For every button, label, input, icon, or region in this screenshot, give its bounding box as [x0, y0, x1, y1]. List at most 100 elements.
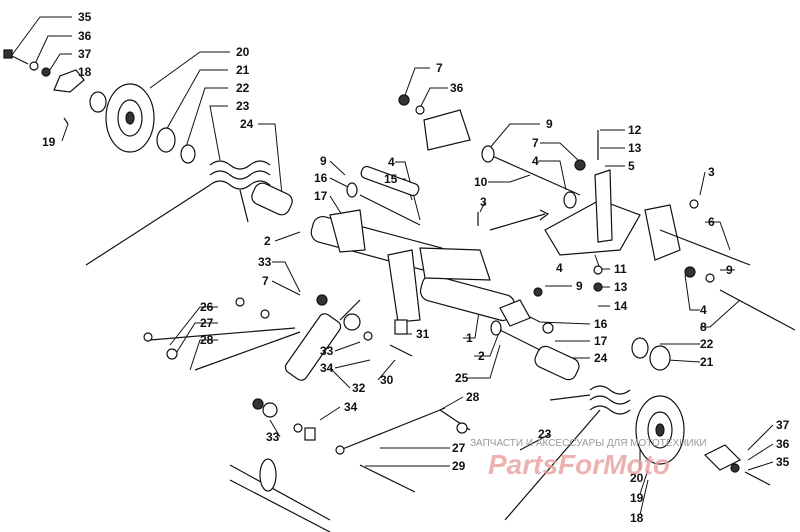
track-detail — [229, 458, 331, 532]
callout-c43: 17 — [594, 334, 608, 348]
parts-artwork — [3, 49, 796, 532]
right-spring-shaft — [499, 329, 541, 351]
callout-c48: 33 — [320, 344, 334, 358]
callout-c22: 3 — [480, 195, 487, 209]
right-plate — [703, 444, 742, 471]
callout-c13: 7 — [262, 274, 269, 288]
callout-c59: 29 — [452, 459, 466, 473]
callout-c38: 14 — [614, 299, 628, 313]
callout-c34: 4 — [700, 303, 707, 317]
callout-c25: 9 — [546, 117, 553, 131]
upper-link — [149, 327, 296, 341]
right-wheel — [635, 395, 685, 465]
arm-body — [419, 247, 491, 281]
callout-c32: 3 — [708, 165, 715, 179]
right-wheel-bearing — [649, 345, 671, 371]
callout-c7: 21 — [236, 63, 250, 77]
right-end-bolt — [744, 471, 771, 486]
lower-link-washer — [335, 445, 345, 455]
callout-c65: 36 — [776, 437, 790, 451]
callout-c55: 34 — [344, 400, 358, 414]
right-snap-ring — [631, 337, 649, 359]
right-pivot-bushing — [490, 320, 502, 336]
callout-c63: 18 — [630, 511, 644, 525]
callout-c64: 37 — [776, 418, 790, 432]
left-snap-ring — [180, 144, 196, 164]
callout-c2: 36 — [78, 29, 92, 43]
right-side-plate — [644, 204, 681, 261]
callout-c17: 9 — [320, 154, 327, 168]
left-wheel-bearing — [156, 127, 176, 153]
left-bracket — [329, 209, 366, 253]
rear-arm-shaft — [419, 274, 516, 322]
callout-c31: 5 — [628, 159, 635, 173]
callout-c27: 4 — [532, 154, 539, 168]
top-nut — [398, 94, 410, 106]
callout-c62: 19 — [630, 491, 644, 505]
shock-washer-top — [363, 331, 373, 341]
rear-upper-shaft — [489, 154, 581, 196]
upper-link-arm — [194, 331, 301, 371]
callout-c45: 1 — [466, 331, 473, 345]
callout-c57: 28 — [466, 390, 480, 404]
callout-c52: 25 — [455, 371, 469, 385]
right-pivot-block — [499, 299, 531, 327]
callout-c30: 13 — [628, 141, 642, 155]
left-spring-sleeve — [251, 182, 293, 216]
shock-nut-bottom — [252, 398, 264, 410]
callout-c50: 30 — [380, 373, 394, 387]
callout-c40: 4 — [556, 261, 563, 275]
upper-cross-shaft — [360, 165, 420, 197]
callout-c15: 27 — [200, 316, 214, 330]
callout-c35: 9 — [726, 263, 733, 277]
callout-c28: 10 — [474, 175, 488, 189]
callout-c26: 7 — [532, 136, 539, 150]
lower-link-end — [456, 422, 468, 434]
callout-c29: 12 — [628, 123, 642, 137]
leader-lines — [11, 16, 774, 516]
callout-c58: 27 — [452, 441, 466, 455]
right-pivot-nut — [533, 287, 543, 297]
rear-upper-bushing-left — [481, 145, 495, 163]
callout-c54: 21 — [700, 355, 714, 369]
callout-c36: 11 — [614, 262, 627, 276]
watermark-caption: ЗАПЧАСТИ И АКСЕССУАРЫ ДЛЯ МОТОТЕХНИКИ — [470, 438, 707, 449]
center-plate — [387, 249, 421, 323]
left-spring — [85, 160, 271, 266]
watermark-logo: PartsForMoto — [488, 449, 670, 480]
left-nut — [41, 67, 51, 77]
rear-bracket-upright — [594, 169, 613, 243]
callout-c47: 24 — [594, 351, 608, 365]
callout-c66: 35 — [776, 455, 790, 469]
link-end-a — [235, 297, 245, 307]
callout-c5: 19 — [42, 135, 56, 149]
right-nut-lower — [684, 266, 696, 278]
callout-c16: 28 — [200, 333, 214, 347]
callout-c19: 17 — [314, 189, 328, 203]
callout-c21: 15 — [384, 172, 398, 186]
callout-c1: 35 — [78, 10, 92, 24]
center-nut — [593, 282, 603, 292]
shock-washer-bottom — [293, 423, 303, 433]
right-spring — [504, 385, 631, 521]
watermark: ЗАПЧАСТИ И АКСЕССУАРЫ ДЛЯ МОТОТЕХНИКИ Pa… — [470, 438, 707, 480]
callout-c24: 36 — [450, 81, 464, 95]
right-axle-bolt — [719, 289, 796, 331]
callout-c56: 33 — [266, 430, 280, 444]
callout-c49: 34 — [320, 361, 334, 375]
callout-c42: 16 — [594, 317, 608, 331]
left-wheel — [105, 83, 155, 153]
right-end-nut — [730, 463, 740, 473]
left-bolt — [3, 49, 29, 65]
callout-c8: 22 — [236, 81, 250, 95]
right-nut — [574, 159, 586, 171]
center-washer — [593, 265, 603, 275]
right-pivot-washer — [542, 322, 554, 334]
right-long-bolt — [659, 229, 751, 266]
pivot-bushing — [346, 182, 358, 198]
callout-c46: 2 — [478, 349, 485, 363]
direction-arrow-right — [489, 209, 550, 231]
callout-c6: 20 — [236, 45, 250, 59]
arm-spacer — [394, 319, 408, 335]
